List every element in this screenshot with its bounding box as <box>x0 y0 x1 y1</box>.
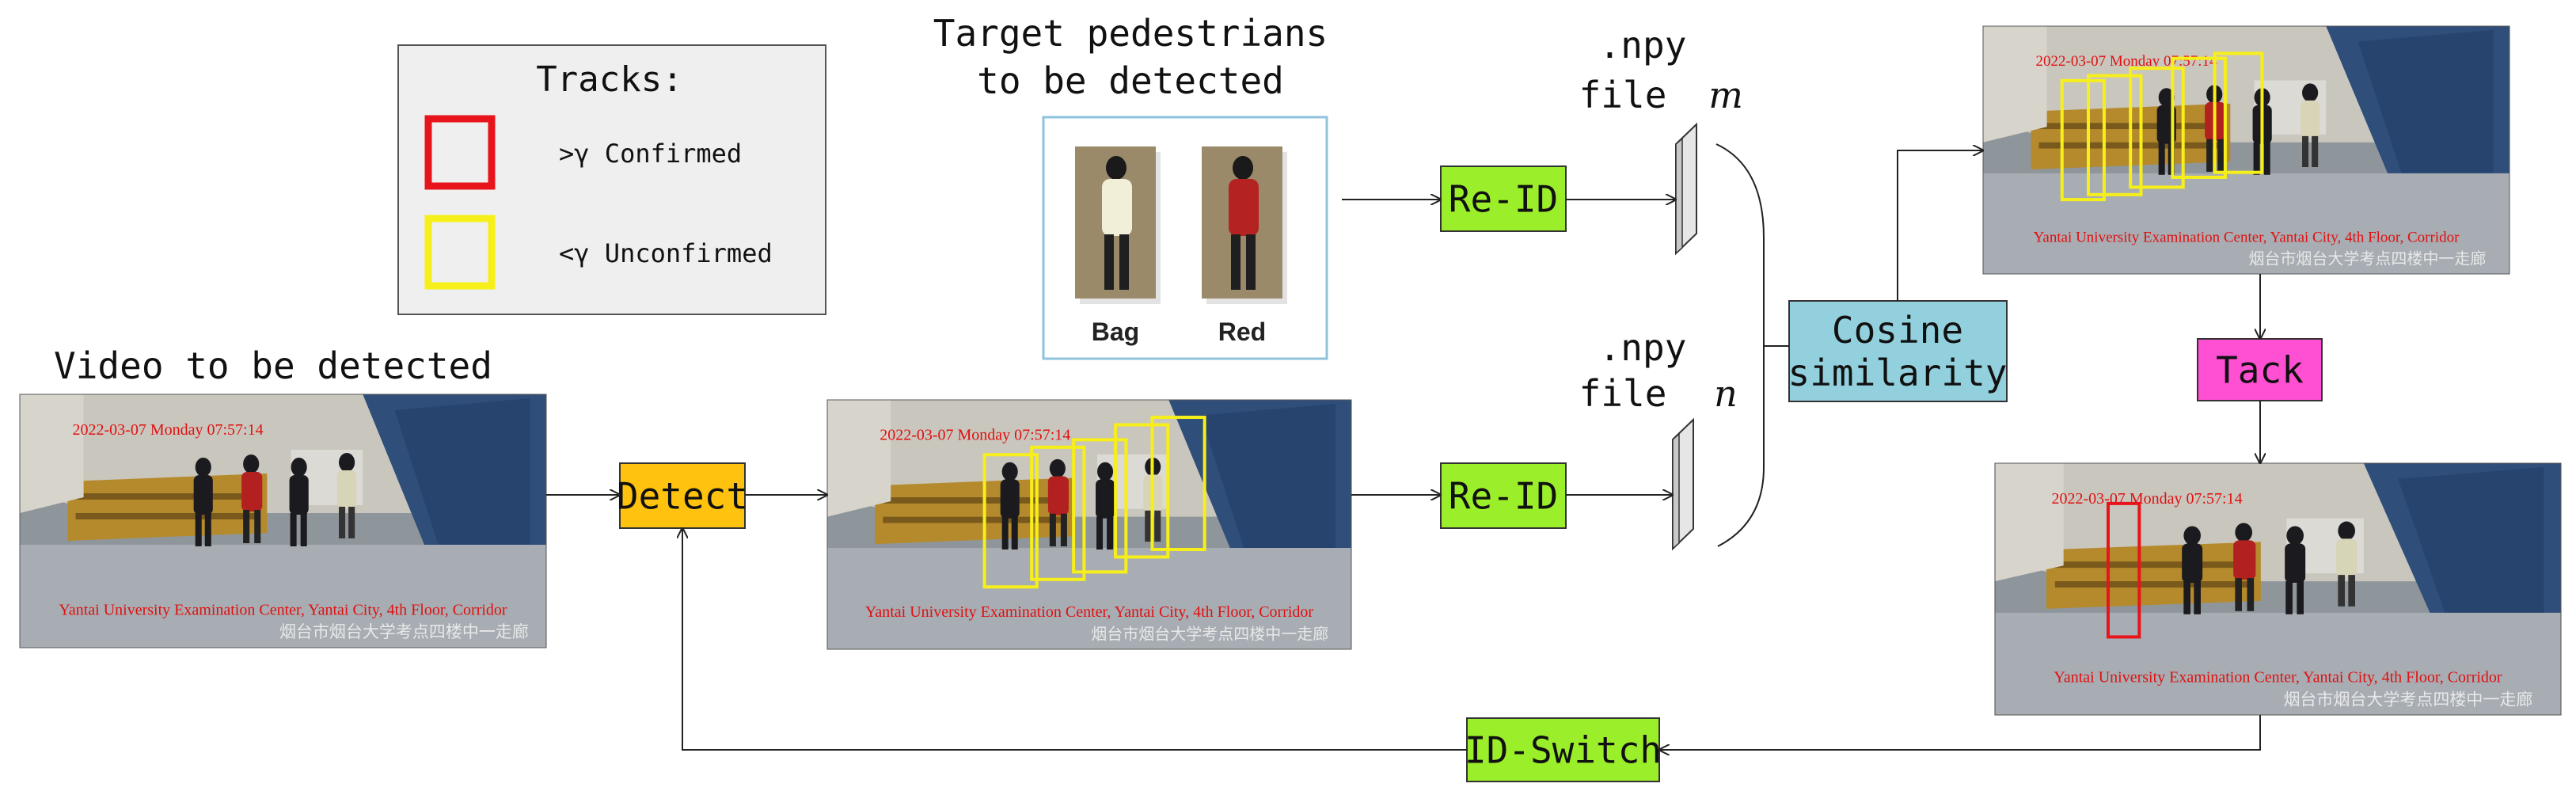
location-caption: Yantai University Examination Center, Ya… <box>865 603 1313 621</box>
reid-top-node-label: Re-ID <box>1449 178 1558 221</box>
location-caption-cn: 烟台市烟台大学考点四楼中一走廊 <box>2248 249 2486 268</box>
timestamp-label: 2022-03-07 Monday 07:57:14 <box>2036 53 2218 70</box>
reid-top-node: Re-ID <box>1441 166 1566 231</box>
crop-red-label: Red <box>1218 318 1266 346</box>
cosine-label-line1: Cosine <box>1832 309 1963 352</box>
confirmed-label: >γ Confirmed <box>559 139 742 169</box>
feature-file-m-prefix: .npy <box>1599 24 1687 67</box>
timestamp-label: 2022-03-07 Monday 07:57:14 <box>73 421 264 439</box>
location-caption: Yantai University Examination Center, Ya… <box>59 601 507 618</box>
id-switch-node: ID-Switch <box>1465 718 1662 781</box>
location-caption-cn: 烟台市烟台大学考点四楼中一走廊 <box>279 622 529 641</box>
reid-bottom-node-label: Re-ID <box>1449 475 1558 518</box>
legend-title: Tracks: <box>536 59 682 100</box>
location-caption-cn: 烟台市烟台大学考点四楼中一走廊 <box>1091 624 1328 643</box>
crop-bag-label: Bag <box>1092 318 1139 346</box>
target-title-line1: Target pedestrians <box>933 12 1328 55</box>
feature-bracket <box>1716 144 1764 546</box>
detect-node: Detect <box>617 463 748 528</box>
location-caption: Yantai University Examination Center, Ya… <box>2034 229 2460 245</box>
reid-bottom-node: Re-ID <box>1441 463 1566 528</box>
track-node: Tack <box>2198 339 2322 401</box>
cosine-label-line2: similarity <box>1788 352 2008 394</box>
feature-file-n-label: file <box>1579 372 1667 415</box>
feature-file-m-var: m <box>1708 74 1743 116</box>
legend: Tracks: >γ Confirmed <γ Unconfirmed <box>398 45 826 314</box>
target-title-line2: to be detected <box>977 59 1284 102</box>
track-node-label: Tack <box>2216 349 2304 392</box>
location-caption: Yantai University Examination Center, Ya… <box>2054 669 2502 686</box>
timestamp-label: 2022-03-07 Monday 07:57:14 <box>2052 490 2243 508</box>
feature-file-n-prefix: .npy <box>1599 326 1687 369</box>
timestamp-label: 2022-03-07 Monday 07:57:14 <box>880 426 1070 443</box>
feature-file-m-label: file <box>1579 74 1667 116</box>
unconfirmed-label: <γ Unconfirmed <box>559 238 773 268</box>
location-caption-cn: 烟台市烟台大学考点四楼中一走廊 <box>2283 690 2532 709</box>
input-video-title: Video to be detected <box>54 344 492 387</box>
arrow-cosine-to-frame <box>1898 150 1983 301</box>
feature-file-n-var: n <box>1714 372 1738 415</box>
id-switch-node-label: ID-Switch <box>1465 729 1662 772</box>
arrow-frame-to-idswitch <box>1659 715 2260 750</box>
detect-node-label: Detect <box>617 475 748 518</box>
